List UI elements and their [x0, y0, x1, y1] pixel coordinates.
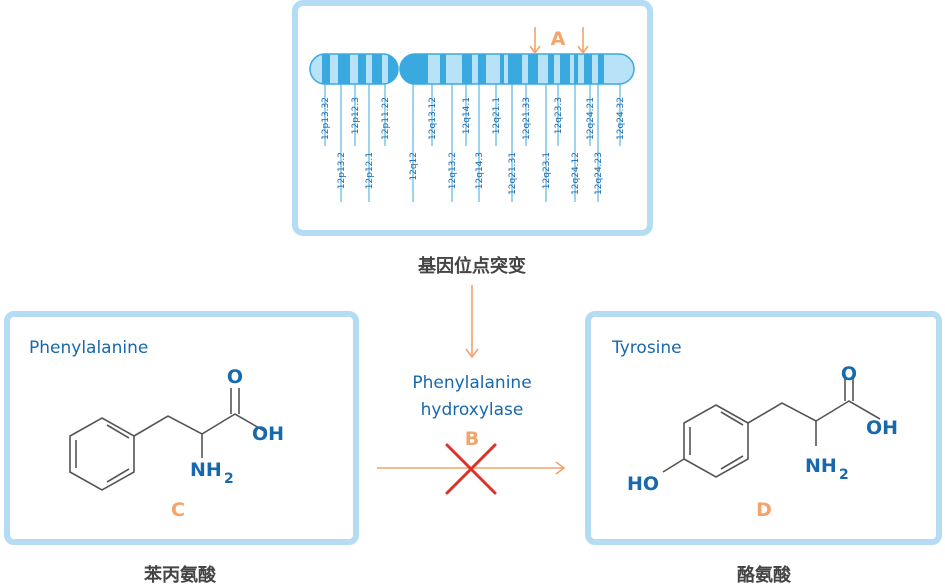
- locus-marker-a: A: [551, 28, 566, 50]
- phenylalanine-panel: Phenylalanine O OH NH 2 C: [4, 311, 359, 545]
- chromosome-band: [508, 54, 522, 84]
- locus-arrowhead-left: [529, 45, 541, 55]
- band-label: 12q21.33: [522, 97, 532, 140]
- band-label: 12q23.3: [554, 97, 564, 134]
- chromosome-ticks: [324, 84, 621, 202]
- band-label: 12p12.3: [351, 97, 361, 134]
- tyrosine-atom-o: O: [841, 363, 857, 385]
- locus-arrowhead-right: [577, 45, 589, 55]
- phenylalanine-name: Phenylalanine: [29, 338, 148, 358]
- band-label: 12q13.12: [428, 97, 438, 140]
- chromosome-band: [358, 54, 366, 84]
- phenylalanine-atom-sub: 2: [224, 471, 234, 487]
- phenylalanine-structure: [69, 388, 267, 491]
- chromosome-bands: [309, 53, 635, 85]
- chromosome-band: [388, 54, 398, 84]
- chromosome-band: [548, 54, 554, 84]
- chromosome-band: [440, 54, 446, 84]
- chromosome-band: [598, 54, 604, 84]
- chromosome-band: [372, 54, 382, 84]
- band-label: 12q12: [409, 152, 419, 181]
- band-label: 12q24.12: [571, 152, 581, 195]
- tyrosine-atom-sub: 2: [839, 467, 849, 483]
- chromosome-band: [528, 54, 538, 84]
- band-label: 12p13.2: [337, 152, 347, 189]
- chromosome-band: [574, 54, 578, 84]
- tyrosine-name: Tyrosine: [611, 338, 682, 358]
- tyrosine-caption: 酪氨酸: [737, 564, 792, 586]
- chromosome-band: [462, 54, 472, 84]
- chromosome-band: [478, 54, 486, 84]
- chromosome-band: [322, 54, 330, 84]
- band-label: 12p11.22: [381, 97, 391, 140]
- enzyme-name-line2: hydroxylase: [421, 400, 524, 420]
- tyrosine-frame: [585, 311, 942, 545]
- tyrosine-panel: Tyrosine O OH NH 2 HO D: [585, 311, 942, 545]
- tyrosine-atom-ho: HO: [627, 473, 659, 495]
- enzyme-marker-b: B: [465, 428, 479, 450]
- band-label: 12q24.32: [616, 97, 626, 140]
- band-label: 12q14.3: [475, 152, 485, 189]
- enzyme-name-line1: Phenylalanine: [412, 373, 531, 393]
- chromosome-band: [338, 54, 350, 84]
- band-label: 12p12.1: [365, 152, 375, 189]
- tyrosine-atom-oh: OH: [866, 417, 898, 439]
- band-label: 12q24.23: [594, 152, 604, 195]
- phenylalanine-marker-c: C: [171, 499, 185, 521]
- band-label: 12q14.1: [462, 97, 472, 134]
- locus-arrows: [529, 27, 589, 55]
- tyrosine-marker-d: D: [756, 499, 772, 521]
- chromosome-frame: [292, 0, 653, 236]
- mutation-down-arrow: [465, 285, 479, 359]
- tyrosine-atom-nh: NH: [805, 455, 837, 477]
- blocked-cross-icon: [445, 443, 497, 495]
- phenylalanine-caption: 苯丙氨酸: [143, 564, 217, 586]
- band-label: 12p13.32: [321, 97, 331, 140]
- band-label: 12q23.1: [542, 152, 552, 189]
- mutation-caption: 基因位点突变: [417, 255, 526, 277]
- chromosome-band: [560, 54, 570, 84]
- chromosome-band-labels: 12p13.32 12p12.3 12p11.22 12p13.2 12p12.1 12q…: [321, 97, 626, 195]
- phenylalanine-atom-nh: NH: [190, 459, 222, 481]
- phenylalanine-atom-o: O: [227, 366, 243, 388]
- tyrosine-structure: [662, 376, 881, 478]
- band-label: 12q24.21: [586, 97, 596, 140]
- phenylalanine-atom-oh: OH: [252, 423, 284, 445]
- chromosome-band: [584, 54, 592, 84]
- band-label: 12q21.31: [508, 152, 518, 195]
- band-label: 12q13.2: [448, 152, 458, 189]
- chromosome-band: [500, 54, 504, 84]
- band-label: 12q21.1: [492, 97, 502, 134]
- chromosome-panel: 12p13.32 12p12.3 12p11.22 12p13.2 12p12.1 12q…: [292, 0, 653, 236]
